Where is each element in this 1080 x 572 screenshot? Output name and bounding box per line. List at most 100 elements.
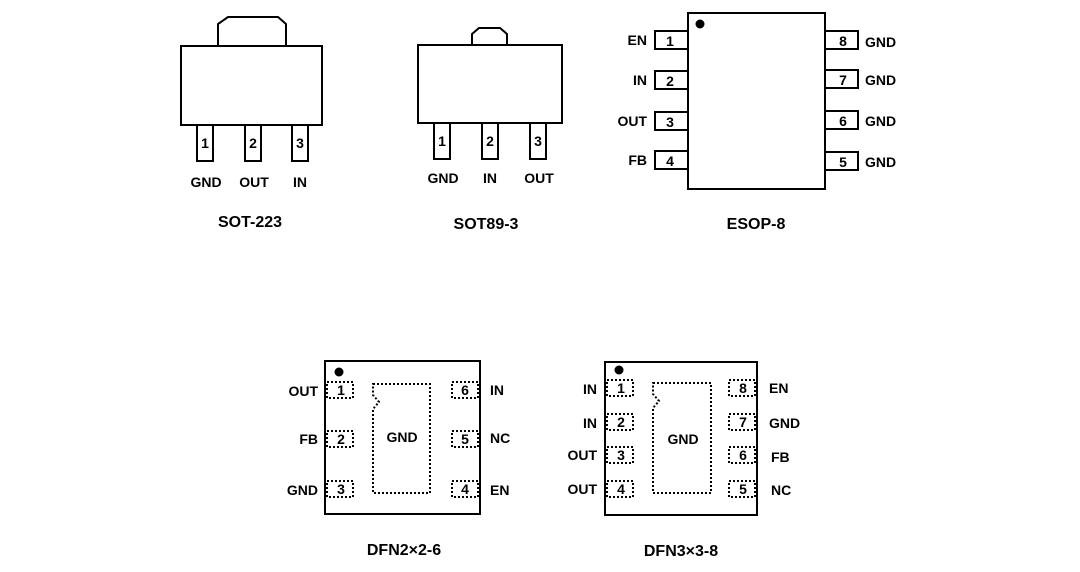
sot223-pin-label: GND [190, 174, 221, 190]
dfn6-pin-label: EN [490, 482, 509, 498]
esop8-pin-label: IN [633, 72, 647, 88]
sot89-pin-label: OUT [524, 170, 554, 186]
sot223-pin-number: 2 [249, 135, 257, 151]
dfn6-package: GND 1 2 3 6 5 4 OUT FB GND IN NC EN DFN2… [287, 360, 510, 559]
dfn8-pin-pad [728, 446, 756, 464]
sot223-pin-number: 1 [201, 135, 209, 151]
dfn8-pin-pad [728, 480, 756, 498]
esop8-lead [654, 111, 689, 131]
dfn8-pin-label: NC [771, 482, 791, 498]
esop8-pin-label: GND [865, 34, 896, 50]
sot89-pin-number: 3 [534, 133, 542, 149]
dfn8-pin-label: FB [771, 449, 790, 465]
esop8-pin-number: 7 [839, 72, 847, 88]
esop8-pin1-dot [695, 19, 705, 29]
sot223-package: 1 2 3 GND OUT IN SOT-223 [180, 16, 323, 231]
dfn8-pin-pad [606, 446, 634, 464]
dfn8-pin-pad [728, 379, 756, 397]
dfn8-pin-number: 4 [617, 481, 625, 497]
sot223-body [180, 45, 323, 126]
dfn8-pin-number: 2 [617, 414, 625, 430]
esop8-pin-label: GND [865, 113, 896, 129]
dfn6-pin-pad [326, 480, 354, 498]
dfn6-pin-label: NC [490, 430, 510, 446]
dfn6-pin-number: 5 [461, 431, 469, 447]
dfn6-body [324, 360, 481, 515]
sot89-title: SOT89-3 [454, 216, 519, 233]
dfn6-pin-label: OUT [288, 383, 318, 399]
dfn8-pin-pad [606, 413, 634, 431]
esop8-pin-number: 4 [666, 153, 674, 169]
dfn8-pin-pad [606, 379, 634, 397]
esop8-pin-number: 8 [839, 33, 847, 49]
esop8-pin-label: GND [865, 154, 896, 170]
esop8-title: ESOP-8 [727, 216, 786, 233]
sot89-tab [471, 27, 508, 45]
esop8-pin-label: GND [865, 72, 896, 88]
sot223-tab [217, 16, 287, 46]
sot89-lead-2 [481, 122, 499, 160]
sot223-title: SOT-223 [218, 214, 282, 231]
sot89-pin-label: GND [427, 170, 458, 186]
dfn6-pin-number: 3 [337, 481, 345, 497]
esop8-lead [824, 110, 859, 130]
esop8-pin-number: 6 [839, 113, 847, 129]
esop8-lead [654, 70, 689, 90]
dfn8-pin-number: 5 [739, 481, 747, 497]
dfn6-pin-number: 4 [461, 481, 469, 497]
dfn8-pin-number: 3 [617, 447, 625, 463]
dfn6-pin-pad [451, 381, 479, 399]
dfn8-pin-number: 8 [739, 380, 747, 396]
dfn8-pin-label: GND [769, 415, 800, 431]
dfn6-pin-pad [326, 381, 354, 399]
sot89-package: 1 2 3 GND IN OUT SOT89-3 [417, 27, 563, 233]
dfn6-pin-label: FB [299, 431, 318, 447]
dfn8-pad-label: GND [667, 431, 698, 447]
sot223-pin-label: IN [293, 174, 307, 190]
dfn8-pin-number: 6 [739, 447, 747, 463]
dfn8-title: DFN3×3-8 [644, 543, 718, 560]
dfn8-pin-number: 7 [739, 414, 747, 430]
esop8-pin-number: 5 [839, 154, 847, 170]
esop8-body [687, 12, 826, 190]
dfn8-pin-pad [606, 480, 634, 498]
dfn6-pin-pad [451, 430, 479, 448]
dfn6-pin-label: GND [287, 482, 318, 498]
sot89-pin-number: 1 [438, 133, 446, 149]
dfn6-pin-number: 2 [337, 431, 345, 447]
sot223-lead-3 [291, 124, 309, 162]
sot223-pin-label: OUT [239, 174, 269, 190]
dfn6-pin-label: IN [490, 382, 504, 398]
dfn8-pin-label: EN [769, 380, 788, 396]
esop8-pin-label: OUT [617, 113, 647, 129]
sot89-pin-label: IN [483, 170, 497, 186]
dfn6-title: DFN2×2-6 [367, 542, 441, 559]
dfn8-pin-label: IN [583, 381, 597, 397]
dfn6-pin-number: 1 [337, 382, 345, 398]
sot89-body [417, 44, 563, 124]
dfn6-pin1-dot [334, 367, 344, 377]
dfn8-pin-label: OUT [567, 447, 597, 463]
sot223-pin-number: 3 [296, 135, 304, 151]
dfn6-pad-label: GND [386, 429, 417, 445]
sot89-lead-3 [529, 122, 547, 160]
sot89-lead-1 [433, 122, 451, 160]
dfn8-pin1-dot [614, 365, 624, 375]
dfn8-pin-label: OUT [567, 481, 597, 497]
sot223-lead-2 [244, 124, 262, 162]
esop8-lead [824, 151, 859, 171]
sot89-pin-number: 2 [486, 133, 494, 149]
sot223-lead-1 [196, 124, 214, 162]
esop8-pin-number: 3 [666, 114, 674, 130]
esop8-pin-label: FB [628, 152, 647, 168]
dfn6-pin-pad [451, 480, 479, 498]
esop8-pin-label: EN [628, 32, 647, 48]
dfn8-exposed-pad [652, 382, 712, 494]
esop8-package: 1 2 3 4 8 7 6 5 EN IN OUT FB GND GND GND… [617, 12, 896, 233]
dfn8-pin-label: IN [583, 415, 597, 431]
dfn6-exposed-pad [372, 383, 431, 494]
dfn6-pin-number: 6 [461, 382, 469, 398]
dfn8-pin-pad [728, 413, 756, 431]
esop8-lead [824, 69, 859, 89]
